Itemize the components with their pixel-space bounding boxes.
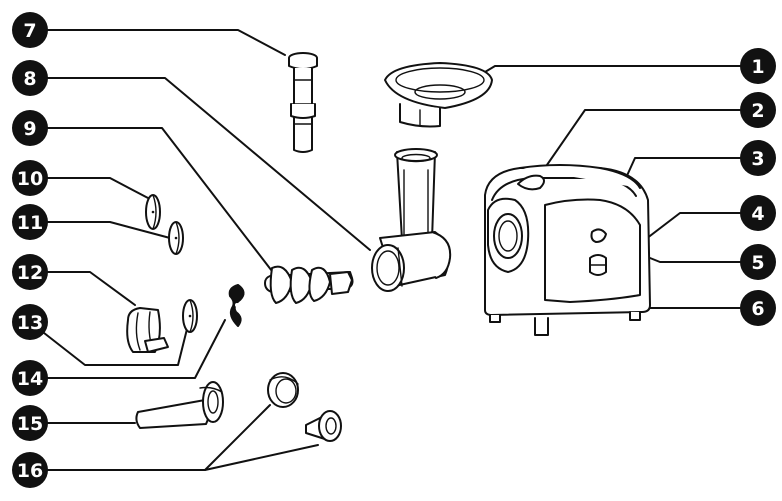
grinding-head [371,148,452,292]
leader-7 [29,29,286,56]
badge-2: 2 [740,92,776,128]
auger-screw [264,265,354,304]
leader-14 [29,319,226,379]
badge-7: 7 [12,12,48,48]
badge-15: 15 [12,405,48,441]
number-badges: 1 2 3 4 5 6 7 8 [12,12,776,488]
badge-13-label: 13 [17,312,43,334]
leader-1 [479,65,741,76]
leader-2 [539,109,741,176]
leader-8 [29,77,371,251]
leader-10 [29,177,149,199]
cutting-blade [228,284,245,327]
food-pusher [288,52,318,153]
small-cone [305,410,342,442]
hopper-tray [384,62,493,128]
motor-body [484,164,651,336]
badge-3-label: 3 [751,148,764,170]
fine-plate [145,194,161,230]
leader-16b [204,444,319,471]
coarse-plate [182,299,198,333]
badge-13: 13 [12,304,48,340]
badge-5-label: 5 [751,252,764,274]
leader-13 [29,321,189,366]
badge-15-label: 15 [17,413,43,435]
leader-12 [29,271,136,306]
badge-9-label: 9 [23,118,36,140]
badge-16: 16 [12,452,48,488]
badge-7-label: 7 [23,20,36,42]
badge-1: 1 [740,48,776,84]
sausage-nozzle [135,381,224,429]
badge-6: 6 [740,290,776,326]
badge-11-label: 11 [17,212,43,234]
badge-3: 3 [740,140,776,176]
badge-12-label: 12 [17,262,43,284]
badge-12: 12 [12,254,48,290]
leader-9 [29,127,276,276]
leader-11 [29,221,171,239]
badge-14-label: 14 [17,368,43,390]
medium-plate [168,221,184,255]
badge-8: 8 [12,60,48,96]
badge-2-label: 2 [751,100,764,122]
badge-4-label: 4 [751,203,764,225]
badge-4: 4 [740,195,776,231]
badge-8-label: 8 [23,68,36,90]
badge-16-label: 16 [17,460,43,482]
badge-1-label: 1 [751,56,764,78]
badge-9: 9 [12,110,48,146]
badge-11: 11 [12,204,48,240]
badge-10-label: 10 [17,168,43,190]
leader-5 [649,257,741,263]
badge-14: 14 [12,360,48,396]
badge-6-label: 6 [751,298,764,320]
badge-10: 10 [12,160,48,196]
kibbeh-cone [126,307,169,353]
badge-5: 5 [740,244,776,280]
spacer-ring [267,372,299,408]
